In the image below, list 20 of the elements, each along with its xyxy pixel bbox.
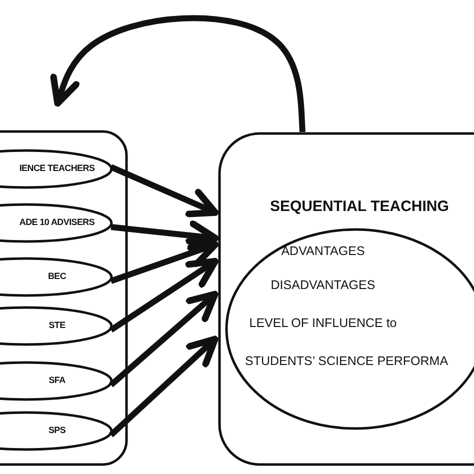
arrow — [109, 258, 219, 332]
aspect-text: DISADVANTAGES — [270, 278, 376, 292]
concept-box — [218, 132, 474, 466]
group-box — [0, 130, 128, 466]
arrow — [50, 15, 306, 132]
category-label: BEC — [48, 271, 66, 281]
category-label: STE — [48, 320, 66, 330]
category-label: SFA — [48, 375, 66, 385]
arrow — [109, 290, 218, 388]
arrow — [110, 164, 219, 218]
category-label: SPS — [48, 425, 66, 435]
arrow — [110, 220, 219, 251]
category-label: ADE 10 ADVISERS — [19, 217, 95, 227]
aspect-text: LEVEL OF INFLUENCE to — [248, 316, 398, 330]
category-label: IENCE TEACHERS — [19, 163, 95, 173]
arrow — [108, 336, 218, 438]
heading: SEQUENTIAL TEACHING — [270, 198, 449, 215]
aspect-text: STUDENTS’ SCIENCE PERFORMA — [245, 354, 448, 368]
aspect-text: ADVANTAGES — [280, 244, 366, 258]
arrow — [110, 238, 219, 284]
